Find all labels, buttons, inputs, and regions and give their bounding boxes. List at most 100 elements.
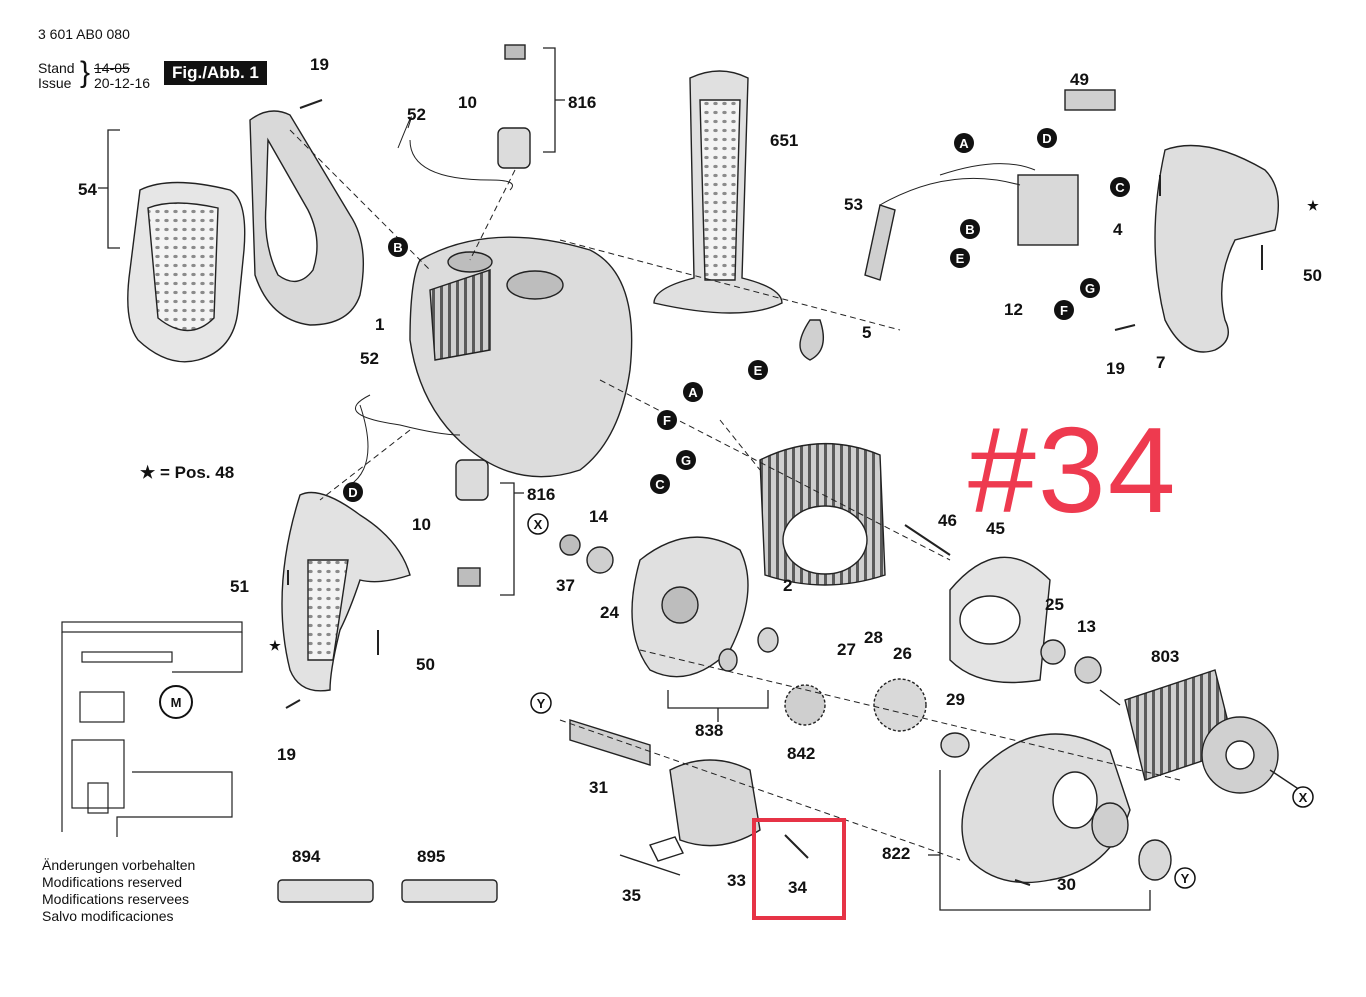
figure-tag: Fig./Abb. 1	[164, 61, 267, 85]
gear-26	[873, 678, 927, 732]
callout-29: 29	[946, 690, 965, 709]
callout-37: 37	[556, 576, 575, 595]
marker-c2-label: C	[655, 477, 665, 492]
callout-46: 46	[938, 511, 957, 530]
brace-symbol: }	[80, 56, 91, 89]
marker-d	[1037, 128, 1057, 148]
gear-842	[784, 684, 826, 726]
callout-895: 895	[417, 847, 445, 866]
marker-y2	[1174, 867, 1196, 889]
highlighted-part-label: #34	[968, 402, 1178, 538]
marker-d-label: D	[1042, 131, 1051, 146]
callout-19-b: 19	[1106, 359, 1125, 378]
callout-28: 28	[864, 628, 883, 647]
issue-date: 20-12-16	[94, 75, 151, 91]
marker-e2	[748, 360, 768, 380]
marker-x	[527, 513, 549, 535]
marker-x2-label: X	[1299, 790, 1308, 805]
marker-y-label: Y	[537, 696, 546, 711]
marker-f2-label: F	[663, 413, 671, 428]
callout-2: 2	[783, 576, 792, 595]
armature	[1099, 669, 1301, 794]
highlight-box-part-34	[752, 818, 846, 920]
callout-26: 26	[893, 644, 912, 663]
callout-24: 24	[600, 603, 619, 622]
callout-31: 31	[589, 778, 608, 797]
document-number: 3 601 AB0 080	[38, 26, 130, 42]
marker-f2	[657, 410, 677, 430]
callout-12: 12	[1004, 300, 1023, 319]
callout-27: 27	[837, 640, 856, 659]
callout-10: 10	[458, 93, 477, 112]
note-es: Salvo modificaciones	[42, 908, 174, 924]
marker-x2	[1292, 786, 1314, 808]
marker-a	[954, 133, 974, 153]
callout-19: 19	[310, 55, 329, 74]
callout-50: 50	[1303, 266, 1322, 285]
callout-5: 5	[862, 323, 871, 342]
marker-g	[1080, 278, 1100, 298]
tube-894	[277, 879, 374, 903]
marker-d2	[343, 482, 363, 502]
callout-54: 54	[78, 180, 97, 199]
callout-822: 822	[882, 844, 910, 863]
marker-a2	[683, 382, 703, 402]
part-callouts: 19 52 10 816 651 49 54 53 4 50 1 12 5 19…	[78, 55, 1322, 905]
note-fr: Modifications reservees	[42, 891, 190, 907]
callout-14: 14	[589, 507, 608, 526]
marker-y	[530, 692, 552, 714]
tube-895	[401, 879, 498, 903]
callout-45: 45	[986, 519, 1005, 538]
wiring-schematic	[61, 621, 243, 837]
marker-b-label: B	[965, 222, 974, 237]
note-de: Änderungen vorbehalten	[42, 857, 196, 873]
motor-symbol-label: M	[171, 695, 182, 710]
switch-body	[1017, 174, 1079, 246]
note-en: Modifications reserved	[42, 874, 183, 890]
marker-c2	[650, 474, 670, 494]
callout-51: 51	[230, 577, 249, 596]
marker-f	[1054, 300, 1074, 320]
callout-13: 13	[1077, 617, 1096, 636]
star-mark-left: ★	[269, 638, 281, 653]
callout-52-b: 52	[360, 349, 379, 368]
star-mark-right: ★	[1307, 198, 1319, 213]
issue-label: Issue	[38, 75, 72, 91]
marker-b2-label: B	[393, 240, 402, 255]
rear-handle-left	[281, 491, 411, 692]
marker-b2	[388, 237, 408, 257]
callout-52: 52	[407, 105, 426, 124]
stand-label: Stand	[38, 60, 75, 76]
marker-g2-label: G	[681, 453, 691, 468]
drill-spindle	[569, 719, 651, 766]
legend-note: ★ = Pos. 48	[140, 463, 235, 482]
rear-handle-right	[1154, 144, 1280, 353]
callout-816-b: 816	[527, 485, 555, 504]
callout-1: 1	[375, 315, 384, 334]
callout-816: 816	[568, 93, 596, 112]
marker-a-label: A	[959, 136, 969, 151]
callout-25: 25	[1045, 595, 1064, 614]
callout-10-b: 10	[412, 515, 431, 534]
callout-34: 34	[788, 878, 807, 897]
modification-notes: Änderungen vorbehalten Modifications res…	[42, 857, 195, 925]
marker-x-label: X	[534, 517, 543, 532]
callout-894: 894	[292, 847, 321, 866]
callout-4: 4	[1113, 220, 1123, 239]
marker-g-label: G	[1085, 281, 1095, 296]
marker-a2-label: A	[688, 385, 698, 400]
marker-y2-label: Y	[1181, 871, 1190, 886]
chuck-key	[619, 836, 684, 876]
callout-30: 30	[1057, 875, 1076, 894]
marker-f-label: F	[1060, 303, 1068, 318]
drill-chuck	[669, 759, 761, 847]
marker-e-label: E	[956, 251, 965, 266]
marker-b	[960, 219, 980, 239]
marker-e2-label: E	[754, 363, 763, 378]
callout-49: 49	[1070, 70, 1089, 89]
callout-803: 803	[1151, 647, 1179, 666]
connection-markers: A D C B E G F B E A F G C D X Y X Y	[343, 128, 1314, 889]
callout-53: 53	[844, 195, 863, 214]
